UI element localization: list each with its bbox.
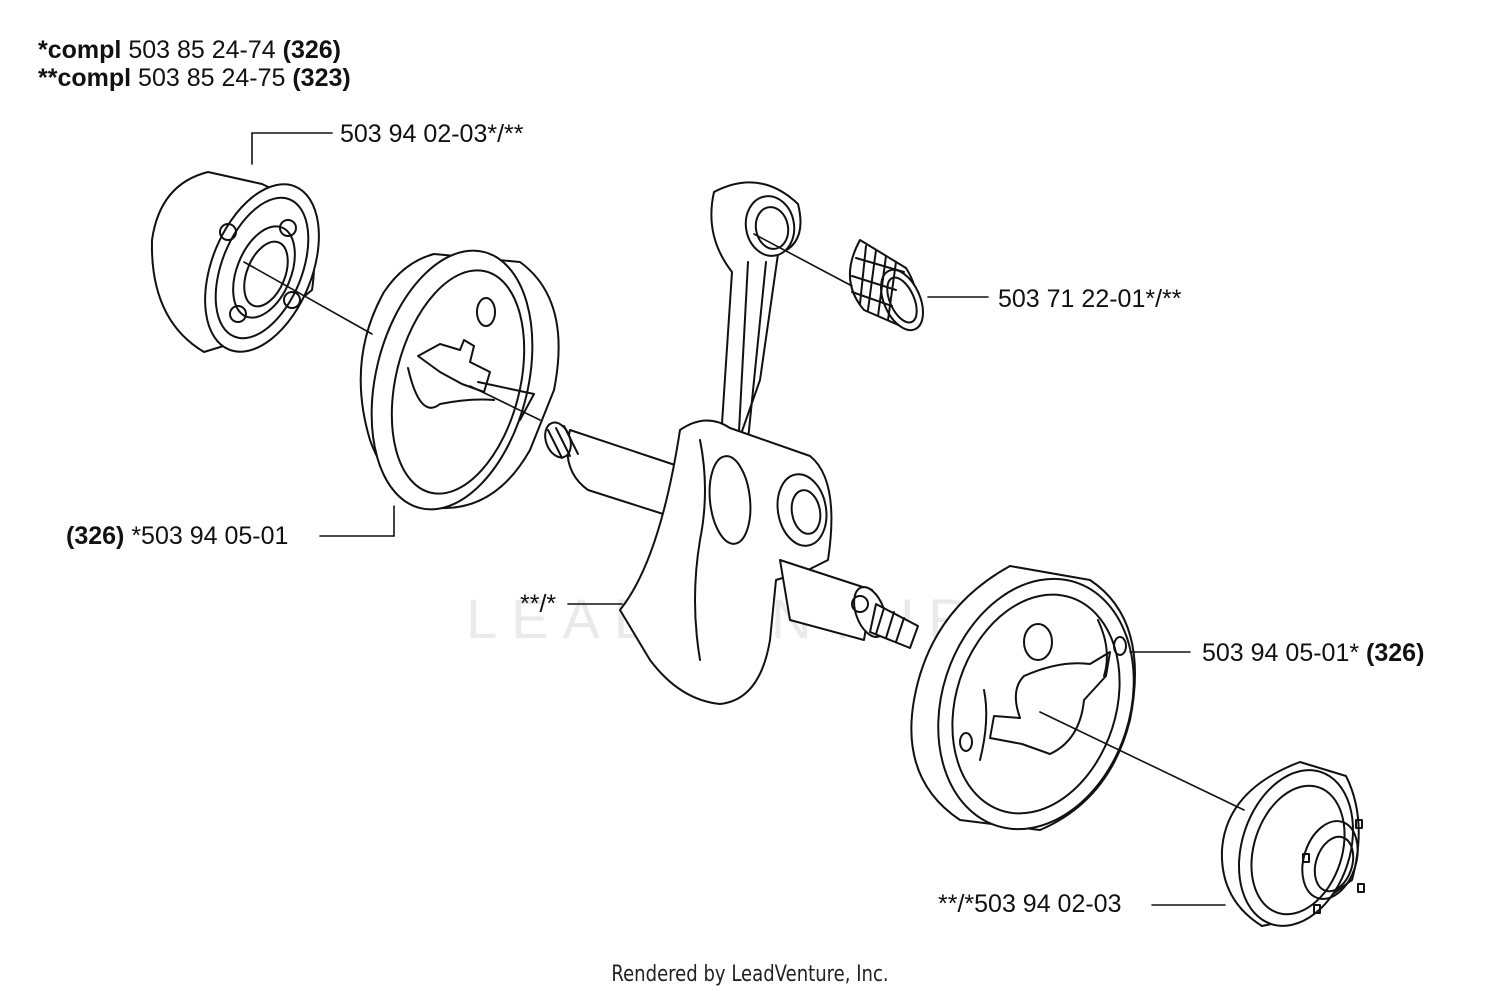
footer-credit: Rendered by LeadVenture, Inc. [611,962,889,987]
header-line-2: **compl 503 85 24-75 (323) [38,64,351,92]
header-line-1: *compl 503 85 24-74 (326) [38,36,341,64]
callout-needle-bearing: 503 71 22-01*/** [998,285,1182,313]
callout-disc-left: (326) *503 94 05-01 [66,522,288,550]
ball-bearing-bottom [1220,761,1365,927]
header-line-1-prefix: *compl [38,36,122,64]
crank-disc-left [359,249,560,511]
needle-bearing [848,239,924,332]
callout-disc-right: 503 94 05-01* (326) [1202,639,1424,667]
callout-disc-left-ref: (326) [66,522,125,550]
callout-bearing-top: 503 94 02-03*/** [340,120,524,148]
header-line-2-number: 503 85 24-75 [138,64,286,92]
header-line-1-number: 503 85 24-74 [128,36,276,64]
callout-disc-left-number: *503 94 05-01 [131,522,289,550]
callout-disc-right-ref: (326) [1366,639,1425,667]
callout-disc-right-number: 503 94 05-01* [1202,639,1360,667]
header-line-2-ref: (323) [292,64,351,92]
crank-disc-right [910,565,1136,831]
crankshaft [544,181,919,705]
callout-bearing-bottom: **/*503 94 02-03 [938,890,1122,918]
callout-crankshaft: **/* [520,590,557,618]
header-line-2-prefix: **compl [38,64,132,92]
ball-bearing-top [150,171,320,353]
header-line-1-ref: (326) [282,36,341,64]
